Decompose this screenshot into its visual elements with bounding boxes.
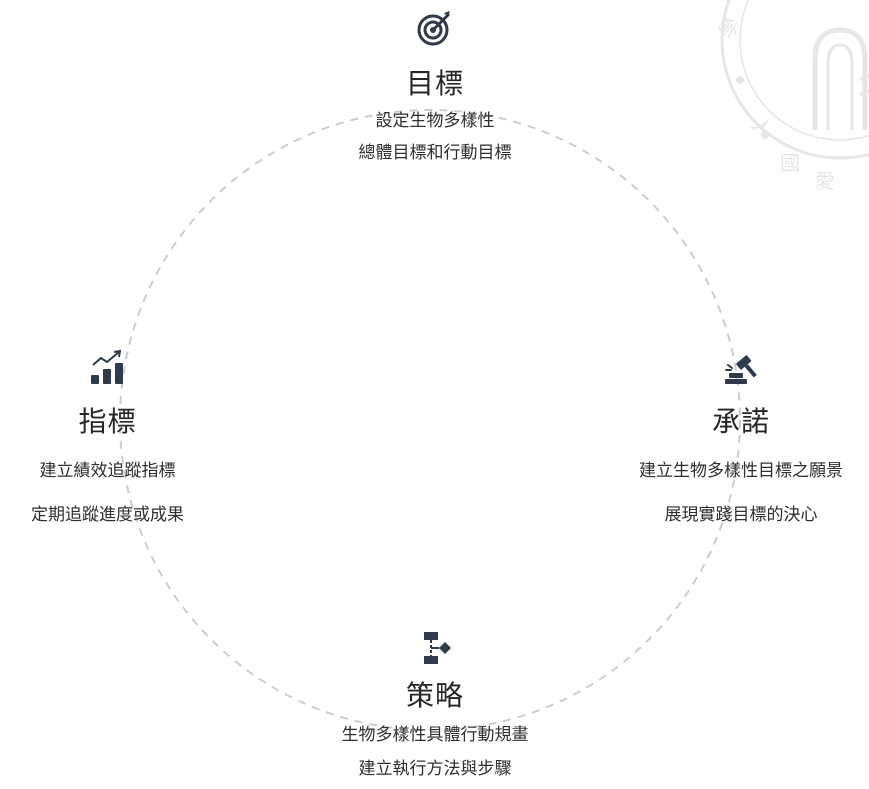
stage-strategy-line-1: 生物多樣性具體行動規畫 [341,725,529,745]
university-seal-watermark: 國 愛 人 學 大 [714,0,869,193]
stage-commitment: 承諾 建立生物多樣性目標之願景 展現實踐目標的決心 [606,348,869,528]
stage-goal-title: 目標 [405,67,464,100]
flowchart-icon [424,632,451,664]
stage-goal: 目標 設定生物多樣性 總體目標和行動目標 [300,8,570,166]
stage-strategy-title: 策略 [405,679,464,712]
growth-chart-icon [90,349,123,384]
stage-indicator-line-2: 定期追蹤進度或成果 [31,505,184,525]
stage-strategy: 策略 生物多樣性具體行動規畫 建立執行方法與步驟 [300,628,570,782]
stage-commitment-title: 承諾 [711,405,770,438]
stage-goal-line-2: 總體目標和行動目標 [358,143,512,163]
gavel-icon [725,355,757,384]
stage-commitment-line-2: 展現實踐目標的決心 [664,505,818,525]
stage-commitment-line-1: 建立生物多樣性目標之願景 [639,461,843,481]
target-icon [417,11,450,46]
stage-indicator: 指標 建立績效追蹤指標 定期追蹤進度或成果 [0,348,215,528]
svg-text:愛: 愛 [815,169,835,193]
stage-indicator-title: 指標 [78,405,137,438]
svg-text:國: 國 [780,151,800,175]
stage-goal-line-1: 設定生物多樣性 [375,111,495,131]
stage-indicator-line-1: 建立績效追蹤指標 [39,461,176,481]
stage-strategy-line-2: 建立執行方法與步驟 [358,759,512,779]
